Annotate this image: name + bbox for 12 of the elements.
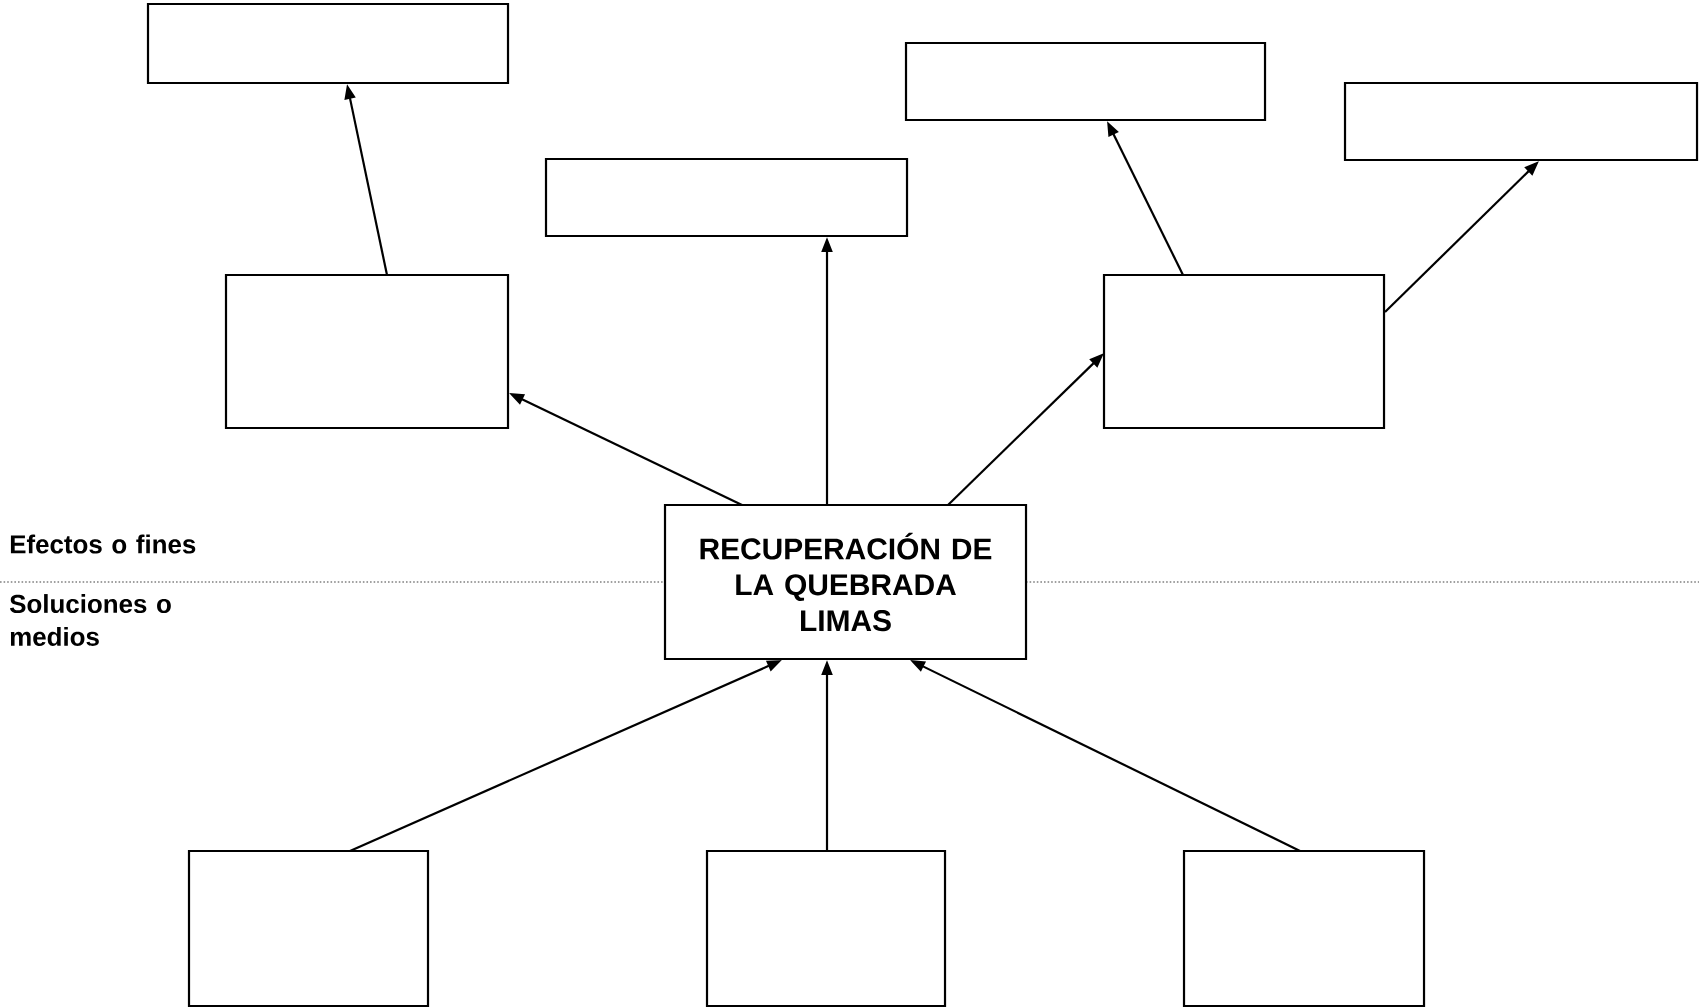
title-box: RECUPERACIÓN DE LA QUEBRADA LIMAS (663, 503, 1028, 661)
empty-box (1182, 849, 1426, 1008)
empty-box (146, 2, 510, 85)
side-label: Soluciones o medios (9, 594, 171, 646)
empty-box (904, 41, 1267, 122)
empty-box (224, 273, 510, 430)
empty-box (1343, 81, 1699, 162)
empty-box (187, 849, 430, 1008)
empty-box (1102, 273, 1386, 430)
empty-box (705, 849, 947, 1008)
empty-box (544, 157, 909, 238)
side-label: Efectos o fines (10, 534, 196, 554)
